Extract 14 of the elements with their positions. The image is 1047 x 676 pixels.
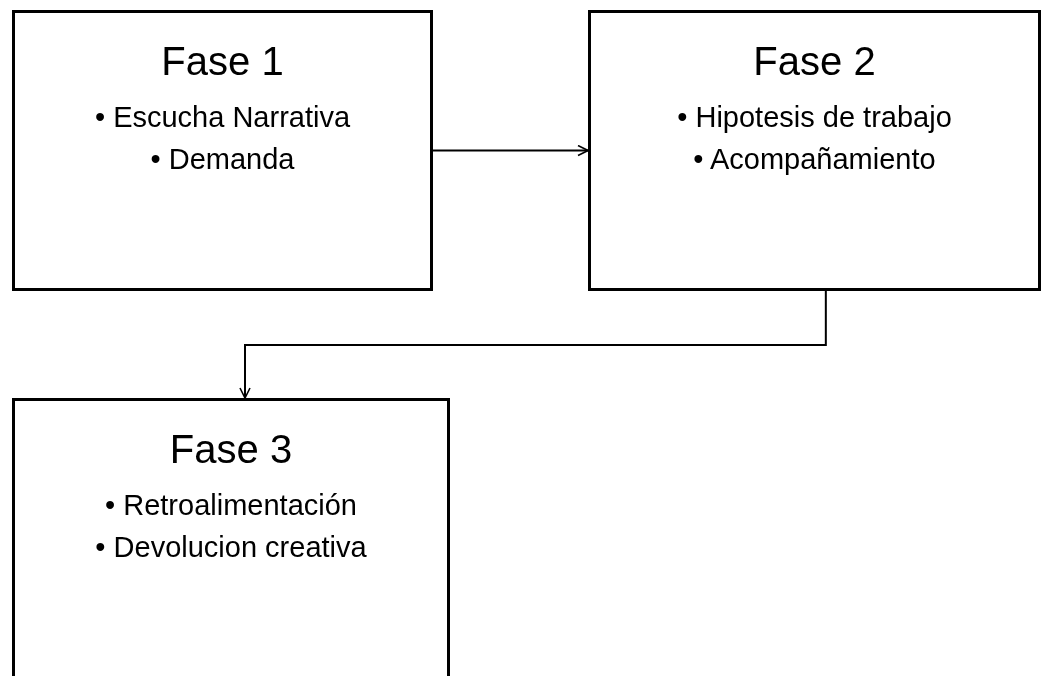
phase-title: Fase 1 (161, 39, 284, 84)
connector-arrow (432, 144, 589, 157)
connector-arrow (239, 290, 827, 399)
bullet-item: • Escucha Narrativa (93, 100, 352, 135)
bullet-item: • Retroalimentación (104, 488, 358, 523)
phase-box (588, 10, 1041, 291)
phase-title: Fase 3 (169, 427, 293, 472)
phase-box (12, 398, 450, 676)
phase-box (12, 10, 433, 291)
bullet-item: • Demanda (149, 142, 296, 177)
bullet-item: • Acompañamiento (692, 142, 937, 177)
bullet-item: • Hipotesis de trabajo (676, 100, 953, 135)
phase-title: Fase 2 (753, 39, 876, 84)
bullet-item: • Devolucion creativa (94, 530, 368, 565)
